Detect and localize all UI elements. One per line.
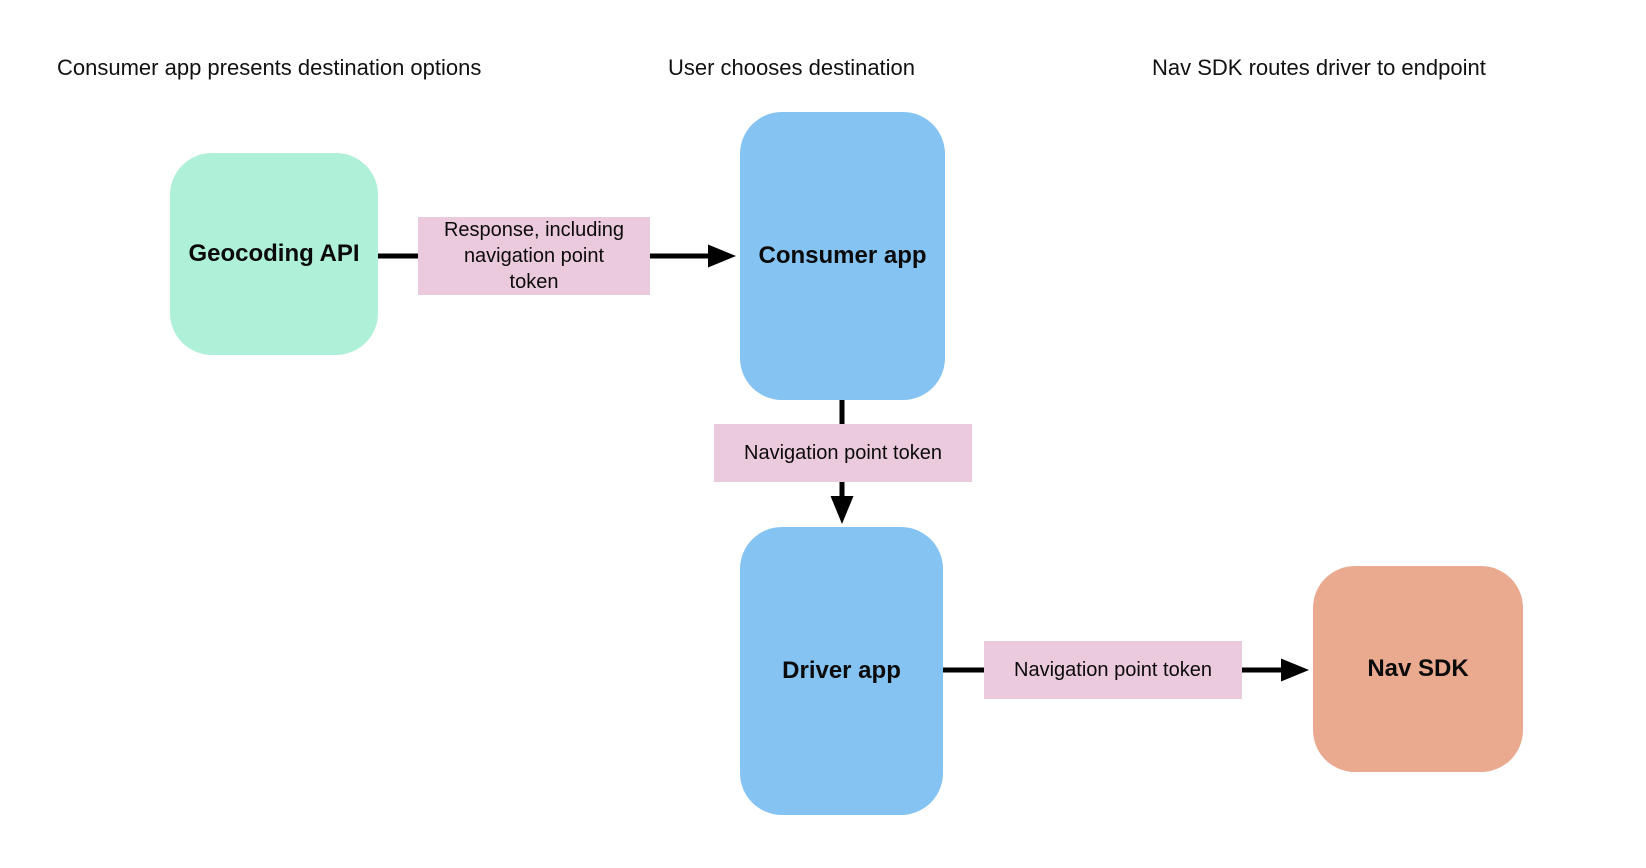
node-driver-app: Driver app <box>740 527 943 815</box>
edge-label-text: Navigation point token <box>744 442 942 464</box>
node-geocoding-api-label: Geocoding API <box>188 240 360 267</box>
node-consumer-app-label: Consumer app <box>758 242 927 269</box>
column-header-user-chooses: User chooses destination <box>668 55 916 80</box>
edge-label-text: Response, including navigation point tok… <box>443 219 625 293</box>
column-header-nav-sdk-routes: Nav SDK routes driver to endpoint <box>1152 55 1486 80</box>
column-header-consumer-presents: Consumer app presents destination option… <box>57 55 482 80</box>
node-driver-app-label: Driver app <box>782 657 901 684</box>
edge-label-navigation-point-token-vertical: Navigation point token <box>714 424 972 482</box>
node-geocoding-api: Geocoding API <box>170 153 378 355</box>
node-consumer-app: Consumer app <box>740 112 945 400</box>
edge-label-response-including-token: Response, including navigation point tok… <box>418 217 650 295</box>
node-nav-sdk: Nav SDK <box>1313 566 1523 772</box>
edge-label-navigation-point-token-horizontal: Navigation point token <box>984 641 1242 699</box>
node-nav-sdk-label: Nav SDK <box>1367 655 1469 682</box>
edge-label-text: Navigation point token <box>1014 659 1212 681</box>
